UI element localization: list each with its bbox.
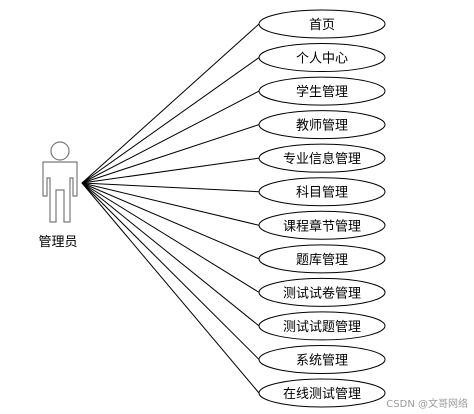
use-case: 首页 [258, 9, 386, 39]
use-case-label: 测试试卷管理 [283, 285, 361, 301]
use-case-label: 教师管理 [296, 118, 348, 134]
use-case: 专业信息管理 [258, 143, 386, 173]
use-case-label: 系统管理 [296, 353, 348, 368]
association-line [81, 182, 260, 260]
use-case-ellipse [258, 43, 386, 73]
use-case-ellipse [258, 110, 386, 140]
use-case-ellipse [258, 9, 386, 39]
use-case-label: 学生管理 [296, 84, 348, 100]
use-case-ellipse [258, 76, 386, 106]
use-case-label: 课程章节管理 [283, 218, 361, 234]
association-lines [81, 23, 260, 394]
use-case-ellipse [258, 177, 386, 207]
actor-head [50, 141, 70, 161]
use-case-label: 科目管理 [296, 186, 348, 201]
use-case: 个人中心 [258, 43, 386, 73]
use-case-label: 专业信息管理 [283, 151, 361, 167]
association-line [81, 182, 260, 226]
use-case-ellipse [258, 311, 386, 341]
use-case-label: 个人中心 [296, 52, 348, 67]
association-line [81, 90, 260, 184]
use-case: 教师管理 [258, 110, 386, 140]
actor-figure [42, 141, 78, 223]
use-case-ellipse [258, 143, 386, 173]
use-case-label: 在线测试管理 [283, 387, 361, 402]
association-line [81, 57, 260, 184]
use-case-ellipse [258, 378, 386, 408]
use-case: 测试试卷管理 [258, 277, 386, 307]
actor-label: 管理员 [38, 235, 77, 250]
actor-body [42, 161, 78, 223]
watermark: CSDN @文哥网络 [386, 399, 468, 410]
use-case: 题库管理 [258, 244, 386, 274]
association-line [81, 124, 260, 184]
association-line [81, 182, 260, 193]
use-case-ellipse [258, 344, 386, 374]
association-line [81, 157, 260, 184]
use-case: 在线测试管理 [258, 378, 386, 408]
use-case-label: 题库管理 [296, 252, 348, 268]
use-case-ellipse [258, 244, 386, 274]
association-line [81, 182, 260, 327]
association-line [81, 182, 260, 394]
use-case: 测试试题管理 [258, 311, 386, 341]
use-case: 科目管理 [258, 177, 386, 207]
use-case-ellipse [258, 277, 386, 307]
use-case: 课程章节管理 [258, 210, 386, 240]
use-case-label: 测试试题管理 [283, 320, 361, 335]
use-case: 系统管理 [258, 344, 386, 374]
use-case: 学生管理 [258, 76, 386, 106]
use-case-label: 首页 [309, 18, 335, 33]
use-case-ellipse [258, 210, 386, 240]
association-line [81, 23, 260, 184]
association-line [81, 182, 260, 360]
use-case-list: 首页个人中心学生管理教师管理专业信息管理科目管理课程章节管理题库管理测试试卷管理… [258, 9, 386, 408]
association-line [81, 182, 260, 293]
